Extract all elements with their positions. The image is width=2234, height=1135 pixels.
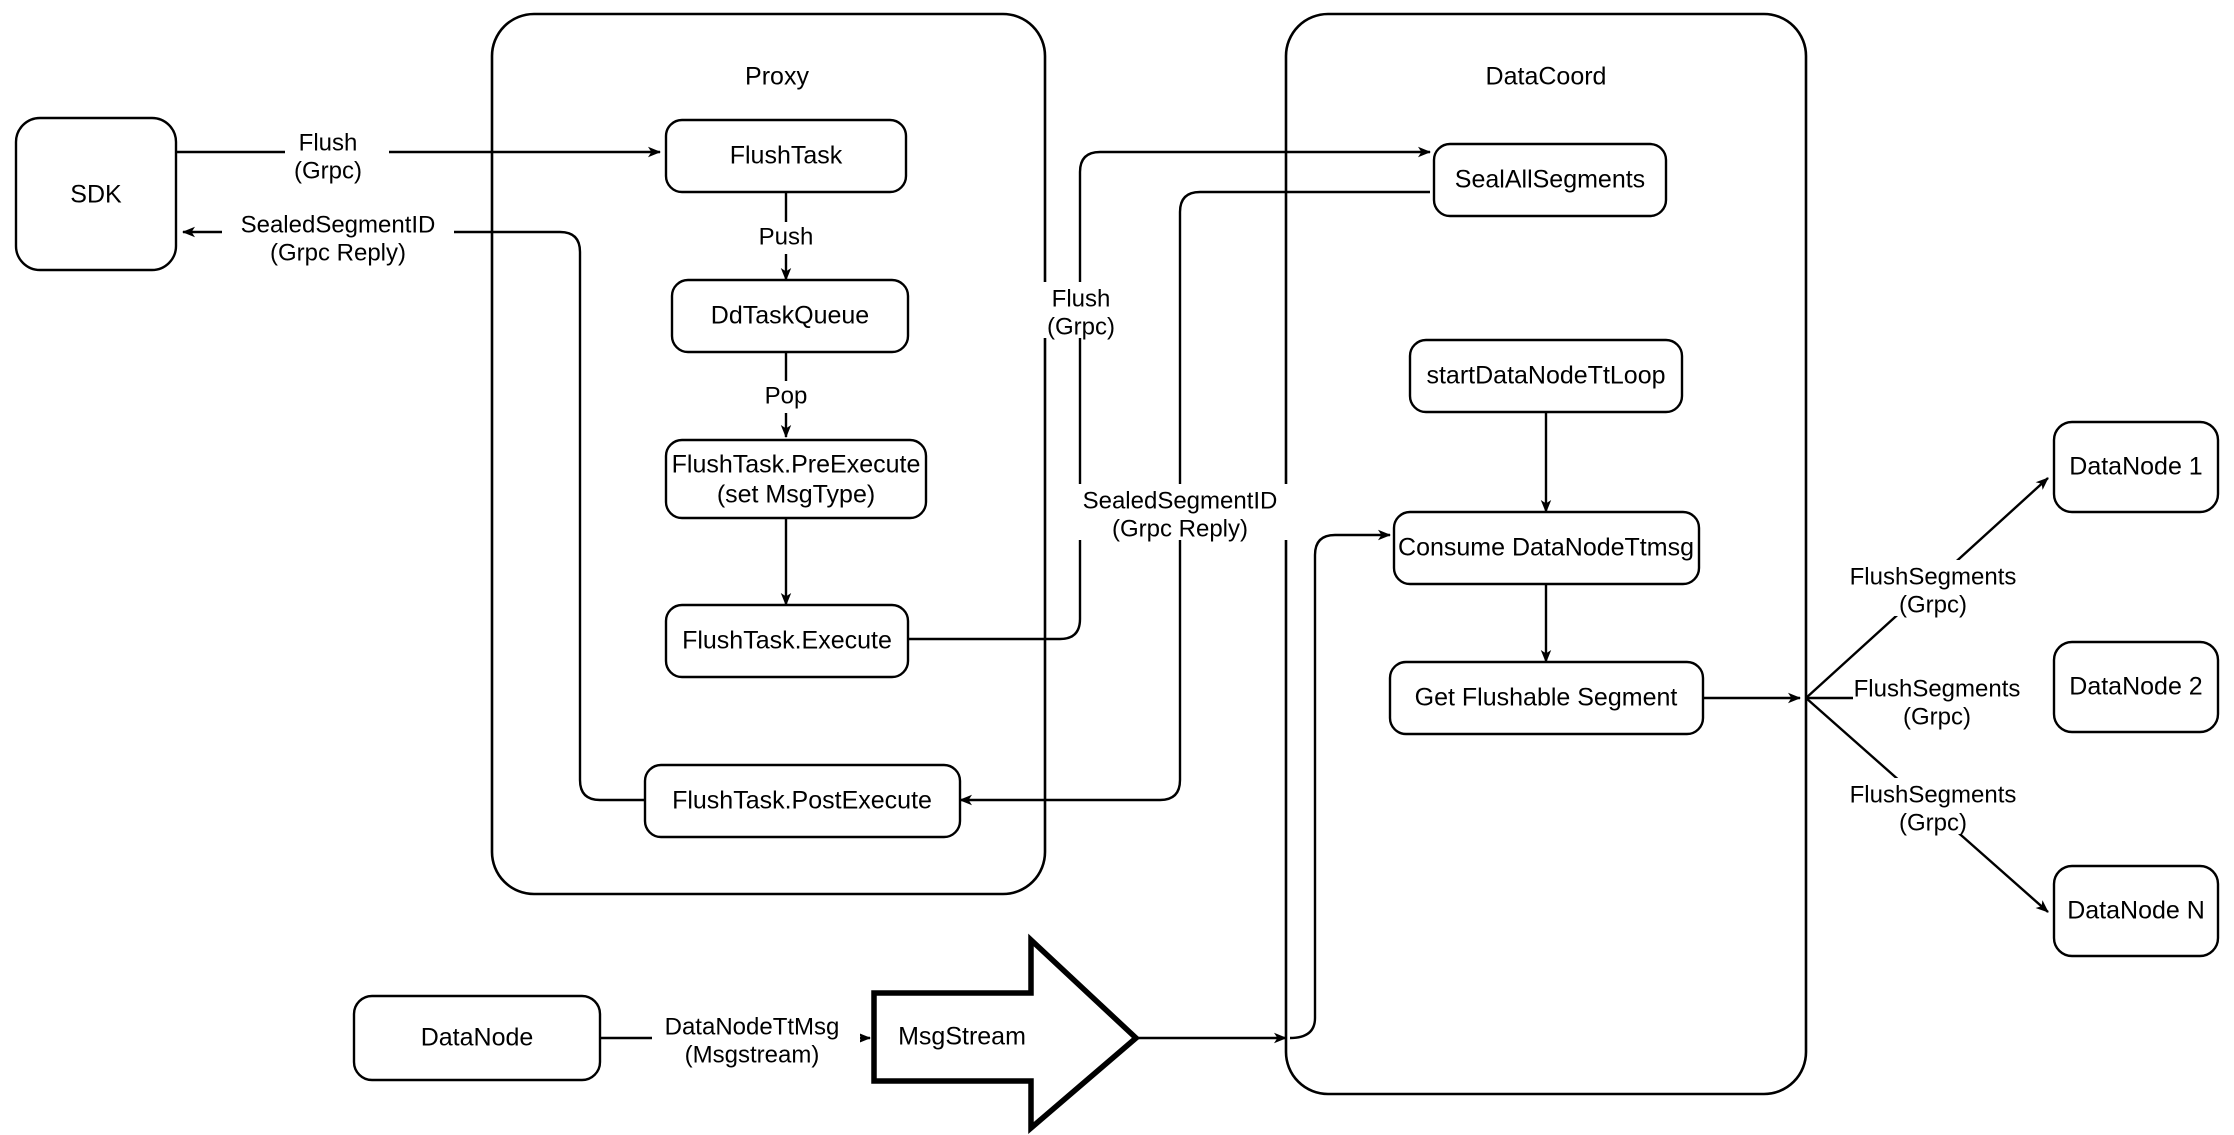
edge-label-flush-segments-n: FlushSegments (Grpc)	[1845, 778, 2041, 836]
node-ddtaskqueue-label: DdTaskQueue	[711, 302, 869, 330]
edge-label-sealedsegmentid-datacoord-line2: (Grpc Reply)	[1112, 515, 1248, 542]
edge-datacoord-boundary-to-consume	[1289, 529, 1391, 1040]
edge-label-flush-line1: Flush	[299, 129, 358, 156]
edge-label-datacoord-to-proxy: SealedSegmentID (Grpc Reply)	[1072, 484, 1288, 542]
node-datanode-1-label: DataNode 1	[2069, 453, 2202, 481]
edge-label-push: Push	[749, 222, 823, 254]
edge-label-flush-datacoord-line2: (Grpc)	[1047, 313, 1115, 340]
datacoord-container-title: DataCoord	[1486, 63, 1607, 91]
edge-execute-to-sealallsegments	[908, 146, 1431, 641]
edge-label-sealedsegmentid-proxy-line1: SealedSegmentID	[241, 211, 436, 238]
node-flushtask-label: FlushTask	[730, 142, 843, 170]
edge-label-push-text: Push	[759, 223, 814, 250]
node-datanode-1[interactable]: DataNode 1	[2052, 420, 2220, 514]
edge-label-flushsegments-2-line1: FlushSegments	[1854, 675, 2021, 702]
node-datanode-n-label: DataNode N	[2067, 897, 2205, 925]
edge-label-datanodettmsg-line1: DataNodeTtMsg	[665, 1013, 840, 1040]
node-flushtask-postexecute-box[interactable]	[643, 763, 962, 839]
node-startdatanodettloop[interactable]: startDataNodeTtLoop	[1408, 338, 1684, 414]
node-startdatanodettloop-box[interactable]	[1408, 338, 1684, 414]
edge-label-proxy-to-datacoord: Flush (Grpc)	[1030, 282, 1134, 340]
node-flushtask-execute[interactable]: FlushTask.Execute	[664, 603, 910, 679]
node-msgstream[interactable]: MsgStream	[871, 933, 1141, 1134]
edge-label-flushsegments-1-line1: FlushSegments	[1850, 563, 2017, 590]
node-flushtask-preexecute-label-line2: (set MsgType)	[717, 481, 875, 509]
node-datanode-n-box[interactable]	[2052, 864, 2220, 958]
node-sealallsegments-box[interactable]	[1432, 142, 1668, 218]
node-flushtask-preexecute-label-line1: FlushTask.PreExecute	[672, 451, 921, 479]
edge-label-flush-segments-2: FlushSegments (Grpc)	[1853, 672, 2049, 730]
node-datanode-n[interactable]: DataNode N	[2052, 864, 2220, 958]
node-ddtaskqueue[interactable]: DdTaskQueue	[670, 278, 910, 354]
edge-label-sealedsegmentid-proxy-line2: (Grpc Reply)	[270, 239, 406, 266]
edge-label-flush-datacoord-line1: Flush	[1052, 285, 1111, 312]
proxy-container-title: Proxy	[745, 63, 809, 91]
node-sealallsegments-label: SealAllSegments	[1455, 166, 1645, 194]
node-datanode-bottom-label: DataNode	[421, 1024, 534, 1052]
edge-label-pop: Pop	[753, 381, 819, 413]
edge-label-flush-line2: (Grpc)	[294, 157, 362, 184]
node-consume-datanodettmsg-label: Consume DataNodeTtmsg	[1398, 534, 1694, 562]
node-datanode-2[interactable]: DataNode 2	[2052, 640, 2220, 734]
node-flushtask-execute-label: FlushTask.Execute	[682, 627, 892, 655]
node-get-flushable-segment-box[interactable]	[1388, 660, 1705, 736]
node-msgstream-label: MsgStream	[898, 1023, 1026, 1051]
edge-label-sealedsegmentid-datacoord-line1: SealedSegmentID	[1083, 487, 1278, 514]
node-sdk-box[interactable]	[14, 116, 178, 272]
node-consume-datanodettmsg[interactable]: Consume DataNodeTtmsg	[1392, 510, 1701, 586]
edge-label-flush-segments-1: FlushSegments (Grpc)	[1845, 560, 2041, 618]
edge-label-flushsegments-n-line1: FlushSegments	[1850, 781, 2017, 808]
node-ddtaskqueue-box[interactable]	[670, 278, 910, 354]
node-get-flushable-segment-label: Get Flushable Segment	[1415, 684, 1678, 712]
edge-label-proxy-to-sdk: SealedSegmentID (Grpc Reply)	[222, 208, 454, 266]
node-flushtask-box[interactable]	[664, 118, 908, 194]
node-sdk-label: SDK	[70, 181, 122, 209]
edge-label-sdk-to-proxy: Flush (Grpc)	[285, 127, 389, 184]
node-consume-datanodettmsg-box[interactable]	[1392, 510, 1701, 586]
edge-label-flushsegments-n-line2: (Grpc)	[1899, 809, 1967, 836]
edge-label-flushsegments-2-line2: (Grpc)	[1903, 703, 1971, 730]
node-flushtask-preexecute-box[interactable]	[664, 438, 928, 520]
node-sealallsegments[interactable]: SealAllSegments	[1432, 142, 1668, 218]
node-datanode-2-label: DataNode 2	[2069, 673, 2202, 701]
edge-label-datanodettmsg-line2: (Msgstream)	[685, 1041, 820, 1068]
node-datanode-bottom-box[interactable]	[352, 994, 602, 1082]
node-startdatanodettloop-label: startDataNodeTtLoop	[1426, 362, 1665, 390]
edge-label-datanode-to-msgstream: DataNodeTtMsg (Msgstream)	[652, 1010, 860, 1068]
node-flushtask-execute-box[interactable]	[664, 603, 910, 679]
node-get-flushable-segment[interactable]: Get Flushable Segment	[1388, 660, 1705, 736]
node-datanode-bottom[interactable]: DataNode	[352, 994, 602, 1082]
edge-postexecute-to-sdk	[182, 226, 645, 802]
edge-label-pop-text: Pop	[765, 382, 808, 409]
node-sdk[interactable]: SDK	[14, 116, 178, 272]
node-flushtask[interactable]: FlushTask	[664, 118, 908, 194]
node-flushtask-postexecute-label: FlushTask.PostExecute	[672, 787, 932, 815]
node-datanode-1-box[interactable]	[2052, 420, 2220, 514]
node-flushtask-preexecute[interactable]: FlushTask.PreExecute (set MsgType)	[664, 438, 928, 520]
node-datanode-2-box[interactable]	[2052, 640, 2220, 734]
node-msgstream-arrow-shape[interactable]	[871, 933, 1141, 1134]
edge-label-flushsegments-1-line2: (Grpc)	[1899, 591, 1967, 618]
node-flushtask-postexecute[interactable]: FlushTask.PostExecute	[643, 763, 962, 839]
